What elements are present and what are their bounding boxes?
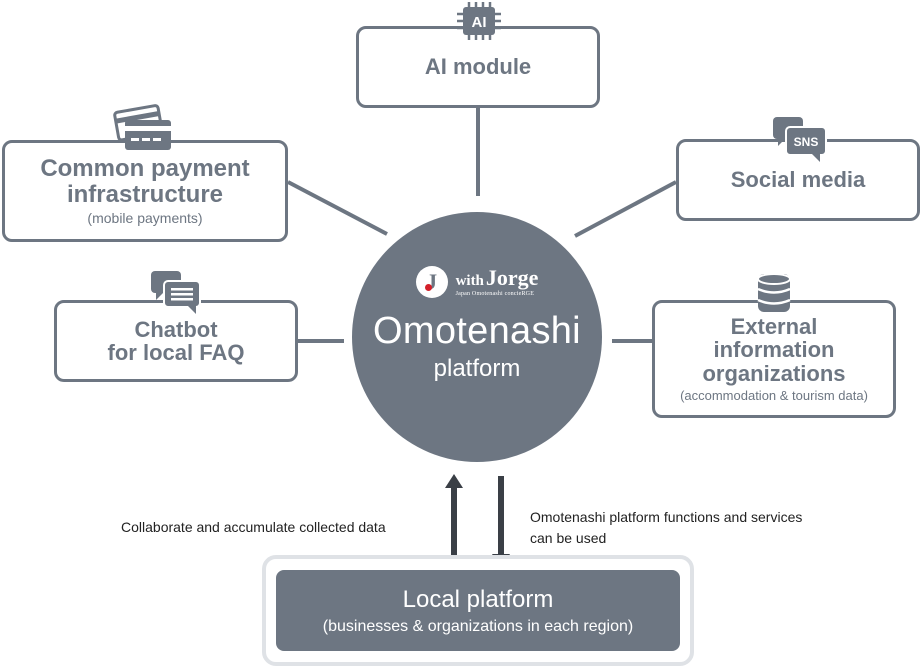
hub-kind: platform (433, 355, 521, 382)
chatbot-title-line2: for local FAQ (107, 340, 245, 365)
local-platform-title: Local platform (402, 585, 554, 613)
sns-chat-icon: SNS (773, 117, 827, 162)
ai-module-title: AI module (424, 54, 532, 80)
ai-module-box: AI module (356, 26, 600, 108)
local-platform-box: Local platform (businesses & organizatio… (276, 570, 680, 651)
ai-chip-icon: AI (457, 2, 501, 40)
external-info-box: External information organizations (acco… (652, 300, 896, 418)
logo-tagline: Japan Omotenashi concieRGE (455, 291, 535, 297)
arrow-up-head (445, 474, 463, 488)
payment-subtitle: (mobile payments) (87, 209, 203, 226)
hub-name: Omotenashi (373, 310, 581, 352)
up-arrow-caption: Collaborate and accumulate collected dat… (121, 519, 386, 535)
payment-box: Common payment infrastructure (mobile pa… (2, 140, 288, 242)
chatbot-box: Chatbot for local FAQ (54, 300, 298, 382)
sns-label: SNS (794, 135, 819, 149)
social-media-title: Social media (730, 167, 866, 193)
connector-social (574, 180, 677, 238)
logo-brand: Jorge (485, 265, 539, 290)
ai-chip-label: AI (472, 14, 487, 31)
chat-bubbles-icon (151, 271, 201, 314)
payment-title-line2: infrastructure (66, 180, 224, 208)
payment-title-line1: Common payment (40, 155, 250, 183)
down-arrow-caption: Omotenashi platform functions and servic… (530, 507, 802, 549)
external-subtitle: (accommodation & tourism data) (680, 387, 868, 403)
external-title-line3: organizations (702, 360, 846, 386)
logo-letter: J (426, 268, 438, 294)
external-title-line1: External (730, 314, 818, 340)
connector-payment (287, 180, 388, 236)
withjorge-logo: J withJorge Japan Omotenashi concieRGE (415, 265, 539, 298)
external-title-line2: information (713, 337, 835, 363)
omotenashi-platform-hub: J withJorge Japan Omotenashi concieRGE O… (352, 212, 602, 462)
logo-dot (424, 284, 432, 291)
down-caption-line1: Omotenashi platform functions and servic… (530, 509, 803, 525)
down-caption-line2: can be used (530, 530, 607, 546)
logo-mark: J (415, 266, 448, 298)
logo-wordmark: withJorge Japan Omotenashi concieRGE (455, 265, 539, 298)
logo-with: with (455, 273, 484, 289)
local-platform-subtitle: (businesses & organizations in each regi… (322, 617, 634, 635)
chatbot-title-line1: Chatbot (134, 316, 218, 342)
credit-card-icon (113, 104, 171, 150)
database-icon (757, 273, 791, 312)
